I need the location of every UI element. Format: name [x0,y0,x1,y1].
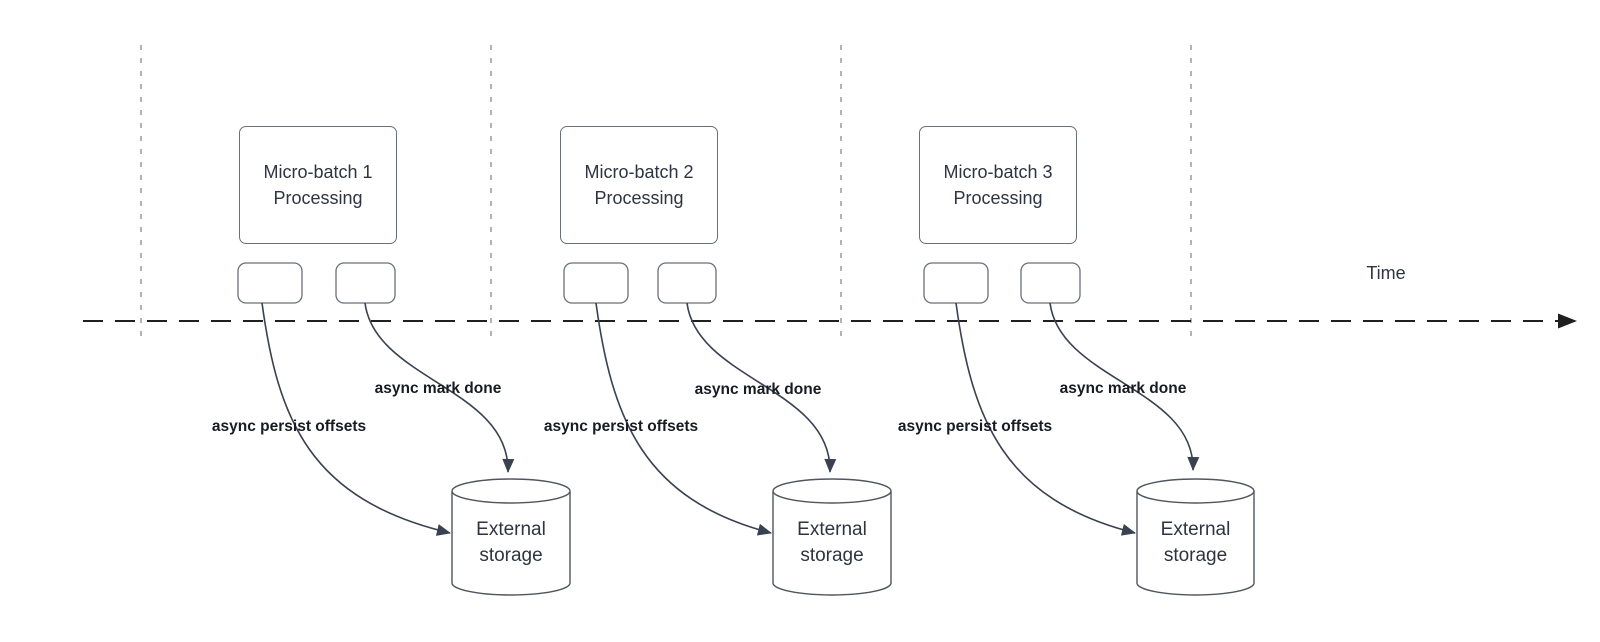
group2-persist-offsets-arrow [595,302,772,536]
microbatch-1-processing-box: Micro-batch 1 Processing [239,126,397,244]
external-storage-cylinder-3 [1136,478,1255,596]
persist-offsets-label-2: async persist offsets [543,418,699,435]
microbatch-3-processing-box: Micro-batch 3 Processing [919,126,1077,244]
mark-done-label-2: async mark done [694,381,822,398]
external-storage-label-3: External storage [1160,519,1231,566]
microbatch-2-processing-box: Micro-batch 2 Processing [560,126,718,244]
external-storage-label-2: External storage [797,519,867,566]
group2-persist-task-box [563,262,629,304]
group1-mark-done-arrow [364,302,515,473]
external-storage-label-1: External storage [476,519,546,566]
external-storage-cylinder-2 [772,478,892,596]
group3-mark-done-arrow [1049,302,1200,471]
persist-offsets-label-3: async persist offsets [897,418,1053,435]
group2-mark-done-arrow [686,302,837,473]
time-axis-arrowhead-icon [1558,313,1577,329]
group2-mark-done-task-box [657,262,717,304]
group1-persist-task-box [237,262,303,304]
mark-done-label-1: async mark done [374,380,502,397]
group1-persist-offsets-arrow [261,302,451,536]
time-axis-label: Time [1366,263,1406,283]
group3-persist-offsets-arrow [955,302,1136,536]
group3-mark-done-task-box [1020,262,1081,304]
group1-mark-done-task-box [335,262,396,304]
group3-persist-task-box [923,262,989,304]
mark-done-label-3: async mark done [1059,380,1187,397]
persist-offsets-label-1: async persist offsets [211,418,367,435]
external-storage-cylinder-1 [451,478,571,596]
